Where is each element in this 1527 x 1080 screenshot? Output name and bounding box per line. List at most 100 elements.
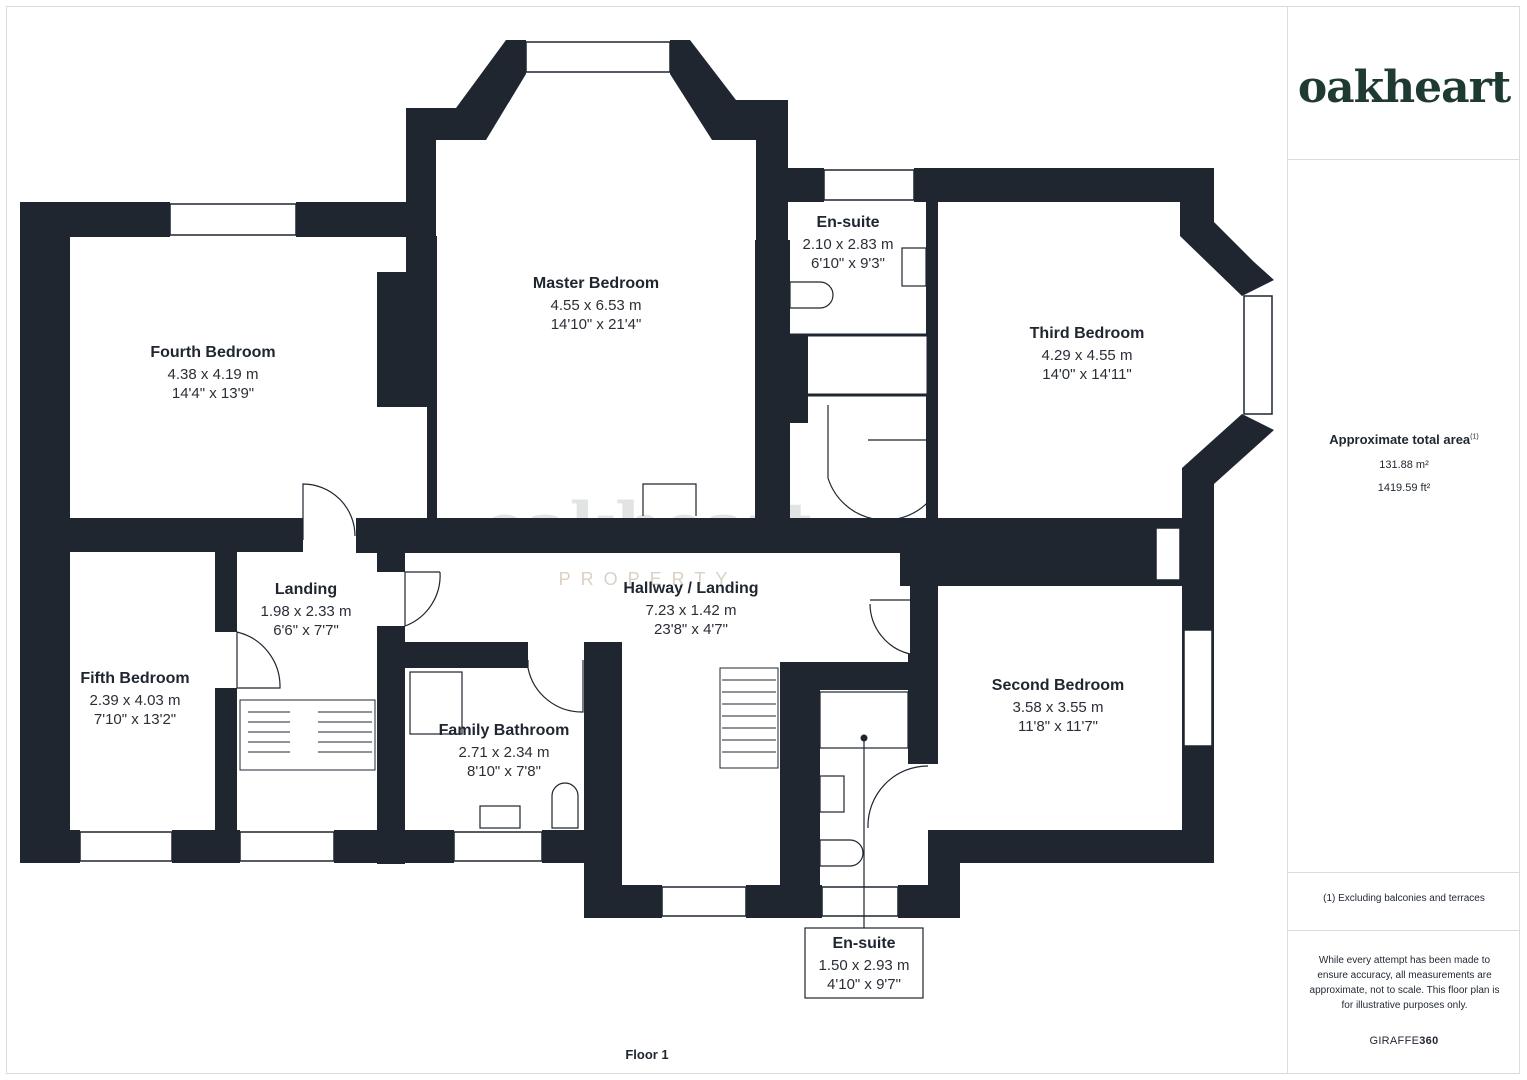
room-imperial: 14'10" x 21'4": [551, 316, 642, 333]
wall: [1182, 580, 1214, 630]
room-name: Third Bedroom: [1030, 325, 1145, 342]
ensuite-label-box: [804, 927, 924, 999]
room-imperial: 6'10" x 9'3": [811, 255, 885, 272]
doors: [236, 405, 931, 829]
door-swing: [404, 571, 441, 627]
wall: [405, 642, 528, 668]
watermark-subtitle: PROPERTY: [559, 569, 738, 589]
bath: [788, 333, 930, 397]
room-imperial: 8'10" x 7'8": [467, 763, 541, 780]
basin: [479, 805, 521, 829]
room-ensuite-1: En-suite 2.10 x 2.83 m 6'10" x 9'3": [803, 214, 894, 272]
door-swing: [527, 660, 584, 713]
window: [823, 169, 915, 201]
page-frame: [6, 6, 1520, 1074]
toilet: [551, 782, 579, 829]
wall: [377, 272, 427, 407]
window: [1183, 629, 1213, 747]
room-name: Fourth Bedroom: [150, 344, 275, 361]
wall: [900, 518, 1182, 586]
window: [525, 41, 671, 73]
provider-logo: GIRAFFE360: [1288, 1035, 1520, 1047]
wall: [908, 654, 938, 764]
door-swing: [827, 405, 931, 521]
window: [169, 203, 297, 236]
door-swing: [642, 483, 697, 516]
brand-logo: oakheart: [1297, 62, 1511, 113]
wall: [910, 518, 938, 658]
door-swing: [867, 765, 929, 829]
wall: [215, 552, 237, 632]
windows: [79, 41, 1273, 917]
room-imperial: 14'0" x 14'11": [1042, 366, 1132, 383]
area-title-text: Approximate total area: [1329, 432, 1471, 447]
room-landing: Landing 1.98 x 2.33 m 6'6" x 7'7": [261, 581, 352, 639]
room-name: Master Bedroom: [533, 275, 659, 292]
room-imperial: 4'10" x 9'7": [827, 976, 901, 993]
wall: [790, 335, 808, 423]
door-swing: [236, 631, 281, 689]
shower: [819, 691, 909, 749]
area-title-note: (1): [1470, 433, 1479, 441]
divider: [1288, 159, 1520, 160]
room-metric: 4.29 x 4.55 m: [1042, 347, 1133, 364]
stair-block: [719, 667, 779, 769]
area-imperial: 1419.59 ft²: [1377, 482, 1431, 494]
stairs: [239, 667, 779, 771]
room-fifth-bedroom: Fifth Bedroom 2.39 x 4.03 m 7'10" x 13'2…: [80, 670, 189, 728]
wall: [406, 40, 526, 140]
window: [1243, 295, 1273, 415]
wall: [670, 40, 788, 168]
room-metric: 3.58 x 3.55 m: [1013, 699, 1104, 716]
floor-label: Floor 1: [625, 1047, 669, 1062]
wall: [928, 830, 1214, 863]
room-metric: 2.10 x 2.83 m: [803, 236, 894, 253]
stair-treads: [722, 679, 776, 753]
wall: [926, 168, 938, 518]
room-metric: 1.98 x 2.33 m: [261, 603, 352, 620]
area-footnote: (1) Excluding balconies and terraces: [1323, 893, 1485, 904]
wall: [215, 688, 237, 863]
wall: [584, 885, 662, 918]
room-ensuite-2: En-suite 1.50 x 2.93 m 4'10" x 9'7": [819, 935, 910, 993]
wall: [788, 168, 824, 202]
room-master-bedroom: Master Bedroom 4.55 x 6.53 m 14'10" x 21…: [533, 275, 659, 333]
window: [239, 831, 335, 862]
room-name: En-suite: [832, 935, 895, 952]
basin: [819, 775, 845, 813]
room-third-bedroom: Third Bedroom 4.29 x 4.55 m 14'0" x 14'1…: [1030, 325, 1145, 383]
room-metric: 2.71 x 2.34 m: [459, 744, 550, 761]
door-swing: [302, 483, 356, 540]
wall: [356, 518, 909, 553]
room-imperial: 23'8" x 4'7": [654, 621, 728, 638]
provider-suffix: 360: [1419, 1035, 1439, 1047]
room-metric: 7.23 x 1.42 m: [646, 602, 737, 619]
toilet: [789, 281, 834, 309]
wall: [20, 830, 80, 863]
room-name: Fifth Bedroom: [80, 670, 189, 687]
window: [821, 886, 899, 917]
fixtures: [409, 247, 927, 867]
room-name: Second Bedroom: [992, 677, 1124, 694]
room-imperial: 6'6" x 7'7": [273, 622, 339, 639]
walls: [20, 40, 1274, 918]
ensuite-leader-dot: [860, 734, 868, 742]
room-imperial: 11'8" x 11'7": [1018, 718, 1098, 735]
room-metric: 2.39 x 4.03 m: [90, 692, 181, 709]
area-title: Approximate total area(1): [1288, 432, 1520, 447]
shower: [409, 671, 463, 735]
wall: [377, 552, 405, 572]
stair-block: [239, 699, 376, 771]
room-fourth-bedroom: Fourth Bedroom 4.38 x 4.19 m 14'4" x 13'…: [150, 344, 275, 402]
window: [79, 831, 173, 862]
basin: [901, 247, 927, 287]
wall: [377, 626, 405, 864]
room-second-bedroom: Second Bedroom 3.58 x 3.55 m 11'8" x 11'…: [992, 677, 1124, 735]
provider-prefix: GIRAFFE: [1369, 1035, 1420, 1047]
room-name: Family Bathroom: [439, 722, 570, 739]
stair-treads: [248, 711, 372, 753]
wall: [1180, 168, 1274, 296]
wall: [584, 642, 622, 918]
wall: [914, 168, 1214, 202]
